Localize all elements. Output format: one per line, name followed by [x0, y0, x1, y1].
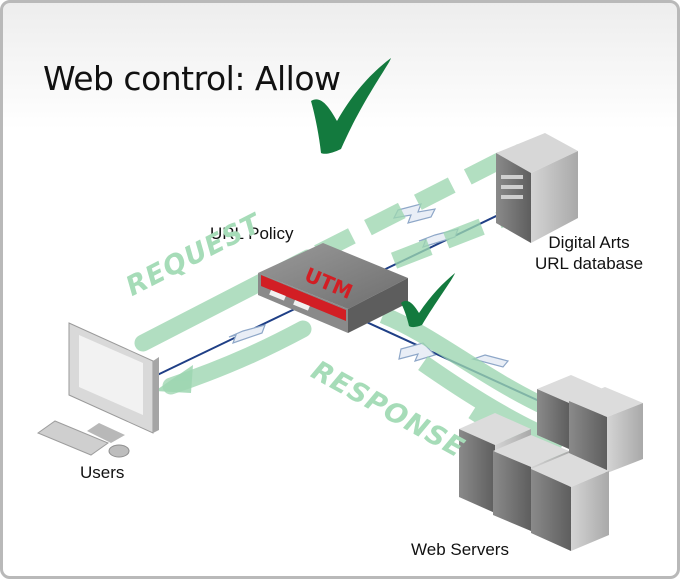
page-title: Web control: Allow [43, 59, 341, 98]
check-icon [401, 273, 455, 328]
network-diagram: UTM [36, 58, 643, 551]
mouse-icon [108, 444, 130, 458]
web-servers-label: Web Servers [411, 540, 509, 559]
database-label: Digital Arts URL database [535, 232, 643, 274]
link-arrows [228, 203, 510, 368]
users-label: Users [80, 463, 125, 482]
url-policy-label: URL Policy [210, 224, 294, 243]
request-arrowhead [155, 365, 193, 393]
check-icon [311, 58, 391, 154]
keyboard-icon [36, 420, 110, 456]
server-icon [531, 453, 609, 551]
database-label-line2: URL database [535, 254, 644, 273]
router-icon [258, 243, 408, 333]
monitor-icon [68, 322, 159, 443]
server-icon [496, 133, 578, 243]
database-label-line1: Digital Arts [548, 233, 630, 252]
server-icon [569, 387, 643, 473]
